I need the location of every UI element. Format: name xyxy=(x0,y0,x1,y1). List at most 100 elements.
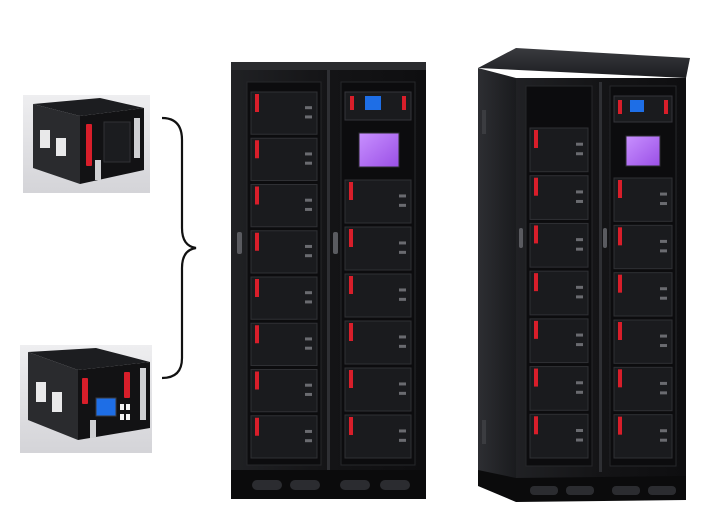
red-handle-icon xyxy=(618,100,622,114)
red-handle-icon xyxy=(255,94,259,112)
module-port xyxy=(576,190,583,194)
base-slot xyxy=(612,486,640,495)
left-module-stack xyxy=(529,127,589,459)
module-port xyxy=(305,392,312,396)
red-handle-icon xyxy=(349,182,353,200)
front-panel xyxy=(103,121,131,163)
battery-module-icon xyxy=(250,91,318,135)
module-port xyxy=(576,247,583,251)
module-port xyxy=(399,203,406,207)
battery-module-icon xyxy=(344,320,412,365)
module-port xyxy=(576,343,583,347)
red-handle-icon xyxy=(350,96,354,110)
side-handle-cutout xyxy=(56,138,66,156)
module-port xyxy=(399,438,406,442)
base-slot xyxy=(530,486,558,495)
silver-handle xyxy=(95,160,101,180)
side-vent xyxy=(482,110,486,134)
module-port xyxy=(660,239,667,243)
module-port xyxy=(399,429,406,433)
red-handle-icon xyxy=(82,378,88,404)
red-handle-icon xyxy=(255,417,259,436)
module-port xyxy=(399,250,406,254)
module-port xyxy=(576,142,583,146)
red-handle-icon xyxy=(618,416,622,435)
red-handle-icon xyxy=(124,372,130,398)
module-port xyxy=(305,152,312,156)
red-handle-icon xyxy=(402,96,406,110)
module-port xyxy=(576,152,583,156)
silver-handle xyxy=(140,368,146,420)
door-handle xyxy=(237,232,242,254)
module-port xyxy=(660,296,667,300)
red-handle-icon xyxy=(664,100,668,114)
module-port xyxy=(660,438,667,442)
touch-display-icon xyxy=(625,135,661,167)
base-slot xyxy=(340,480,370,490)
module-top-face xyxy=(28,348,150,370)
module-port xyxy=(305,346,312,350)
side-handle-cutout xyxy=(40,130,50,148)
battery-module-photo-top xyxy=(23,95,150,193)
red-handle-icon xyxy=(255,140,259,159)
red-handle-icon xyxy=(534,177,538,196)
module-port xyxy=(399,391,406,395)
red-handle-icon xyxy=(255,371,259,390)
module-port xyxy=(305,254,312,258)
battery-module-icon xyxy=(344,414,412,459)
red-handle-icon xyxy=(618,180,622,198)
cabinet-top-rail xyxy=(231,62,426,70)
red-handle-icon xyxy=(255,279,259,297)
red-handle-icon xyxy=(86,124,92,166)
battery-module-icon xyxy=(529,127,589,173)
battery-module-icon xyxy=(250,230,318,274)
red-handle-icon xyxy=(534,225,538,244)
red-handle-icon xyxy=(255,232,259,251)
battery-module-icon xyxy=(529,270,589,316)
port xyxy=(120,404,124,410)
module-port xyxy=(399,335,406,339)
module-port xyxy=(305,300,312,304)
battery-module-icon xyxy=(250,369,318,413)
module-port xyxy=(305,337,312,341)
module-port xyxy=(305,161,312,165)
battery-module-icon xyxy=(613,366,673,412)
door-split xyxy=(327,70,330,470)
red-handle-icon xyxy=(349,276,353,294)
module-port xyxy=(660,391,667,395)
battery-module-icon xyxy=(529,413,589,459)
module-port xyxy=(399,288,406,292)
module-port xyxy=(399,241,406,245)
module-port xyxy=(305,207,312,211)
cabinet-top-face xyxy=(478,48,690,78)
grouping-bracket xyxy=(161,116,197,380)
module-port xyxy=(576,438,583,442)
cabinet-side-face xyxy=(478,68,516,500)
module-port xyxy=(399,194,406,198)
module-top-face xyxy=(33,98,144,116)
red-handle-icon xyxy=(618,227,622,246)
battery-module-icon xyxy=(250,415,318,459)
battery-module-icon xyxy=(529,222,589,268)
red-handle-icon xyxy=(255,325,259,344)
base-slot xyxy=(252,480,282,490)
side-handle-cutout xyxy=(52,392,62,412)
left-module-stack xyxy=(250,91,318,459)
angled-rack-cabinet xyxy=(478,48,690,502)
module-port xyxy=(660,381,667,385)
module-port xyxy=(305,115,312,119)
module-port xyxy=(660,334,667,338)
battery-module-icon xyxy=(250,137,318,181)
module-port xyxy=(576,381,583,385)
door-handle xyxy=(603,228,607,248)
red-handle-icon xyxy=(534,368,538,387)
side-vent xyxy=(482,420,486,444)
module-port xyxy=(305,106,312,110)
side-handle-cutout xyxy=(36,382,46,402)
battery-module-icon xyxy=(529,318,589,364)
front-rack-cabinet xyxy=(231,62,426,499)
touch-display-icon xyxy=(358,132,400,168)
battery-module-icon xyxy=(613,272,673,317)
battery-module-icon xyxy=(250,276,318,320)
